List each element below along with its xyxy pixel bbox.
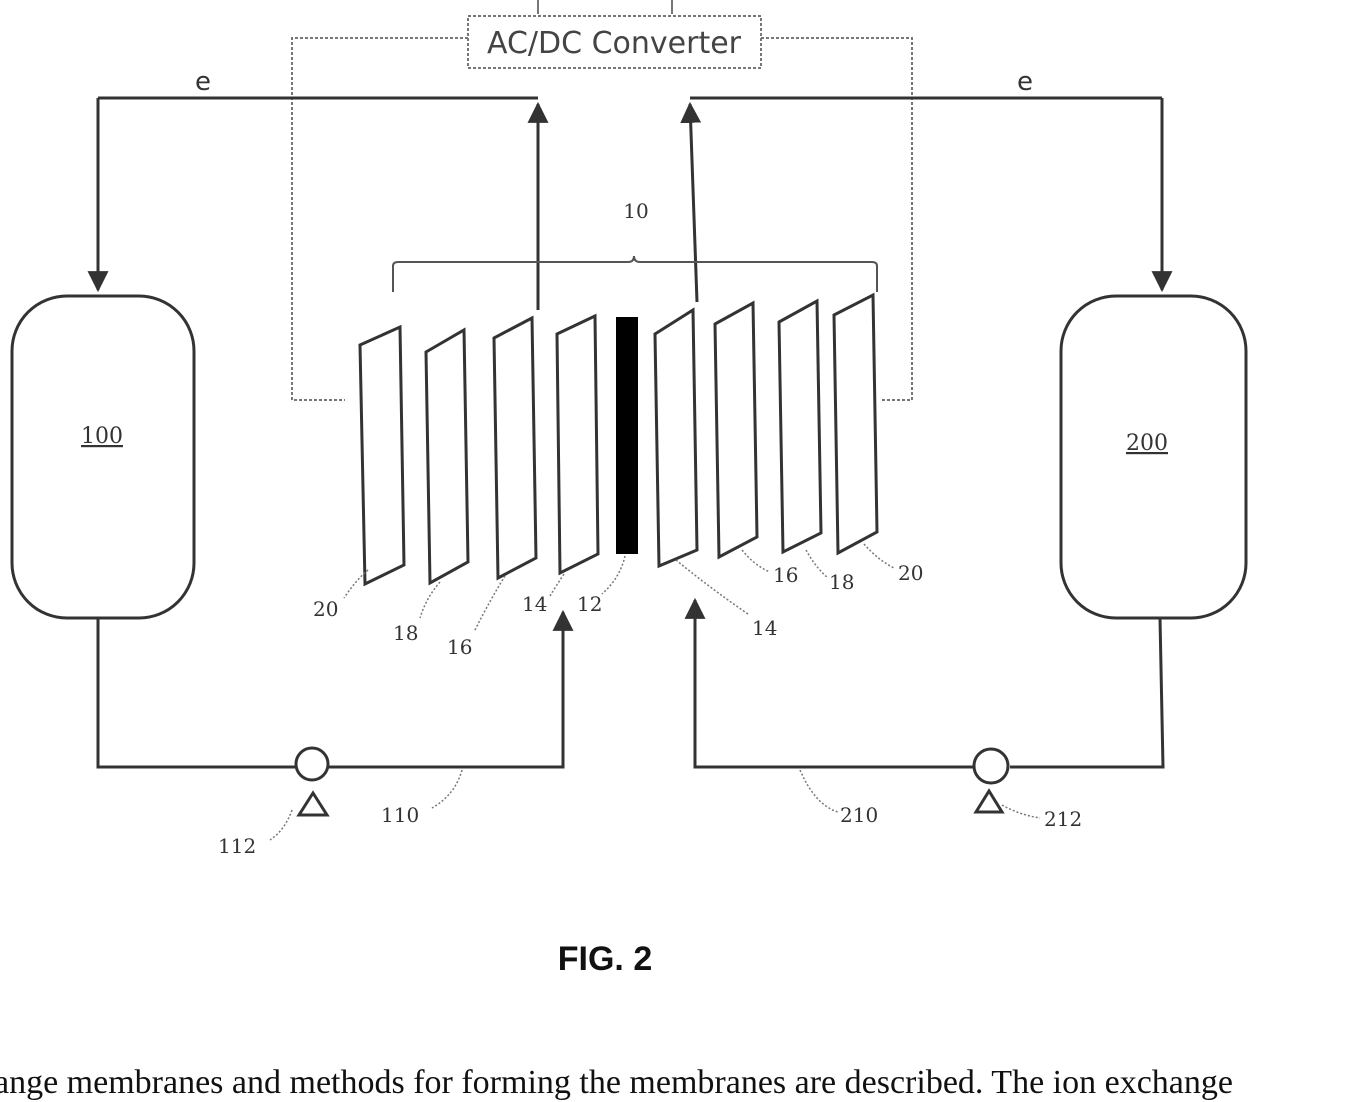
callout-pipe-left: 110: [381, 803, 419, 827]
pipe-left: [98, 618, 296, 767]
callout-r14: 14: [752, 616, 777, 640]
leader-r14: [676, 560, 748, 614]
leader-r18: [806, 550, 828, 578]
membrane: [616, 317, 638, 554]
leader-pump-left: [270, 810, 292, 840]
leader-l18: [420, 582, 440, 618]
leader-l12: [602, 556, 625, 594]
callout-l16: 16: [447, 635, 472, 659]
leader-pump-right: [1002, 805, 1040, 818]
tank-left-label: 100: [81, 424, 123, 449]
leader-r16: [742, 550, 770, 572]
callout-l20: 20: [313, 597, 338, 621]
callout-r20: 20: [898, 561, 923, 585]
callout-l12: 12: [577, 592, 602, 616]
callout-r16: 16: [773, 563, 798, 587]
converter-wire-right: [761, 38, 912, 400]
electrode-left: [557, 316, 598, 573]
body-text-line: ange membranes and methods for forming t…: [0, 1064, 1233, 1102]
current-collector-left: [426, 330, 468, 583]
flow-plate-right: [715, 303, 757, 557]
electrode-right: [655, 310, 697, 566]
callout-pipe-right: 210: [840, 803, 878, 827]
callout-l14: 14: [522, 592, 547, 616]
pump-right-base: [976, 791, 1002, 812]
leader-pipe-left: [432, 770, 462, 808]
stack-label: 10: [623, 199, 648, 223]
pipe-left-return: [328, 612, 563, 767]
stack-brace: [393, 256, 877, 292]
current-collector-right: [779, 301, 821, 552]
tank-right-label: 200: [1126, 431, 1168, 456]
callout-l18: 18: [393, 621, 418, 645]
converter-wire-left: [292, 38, 468, 400]
pipe-right-return: [695, 600, 976, 767]
leader-l16: [474, 576, 505, 632]
pipe-right: [1010, 618, 1163, 767]
callout-r18: 18: [829, 570, 854, 594]
figure-caption: FIG. 2: [0, 940, 1210, 979]
flow-plate-left: [494, 318, 536, 578]
callout-pump-right: 212: [1044, 807, 1082, 831]
electron-up-right: [690, 104, 697, 302]
converter-label: AC/DC Converter: [487, 26, 742, 61]
pump-left: [296, 748, 328, 780]
end-plate-left: [360, 327, 404, 584]
converter-wire-top-left: [538, 0, 672, 14]
leader-pipe-right: [800, 770, 838, 812]
electron-label-left: e: [195, 67, 211, 97]
callout-pump-left: 112: [218, 834, 256, 858]
electrolyte-tank-left: [12, 296, 194, 618]
electron-label-right: e: [1017, 67, 1033, 97]
pump-right: [974, 749, 1008, 783]
leader-l14: [550, 574, 564, 596]
leader-r20: [864, 544, 894, 568]
end-plate-right: [834, 295, 877, 553]
electrolyte-tank-right: [1061, 296, 1246, 618]
pump-left-base: [299, 793, 327, 815]
